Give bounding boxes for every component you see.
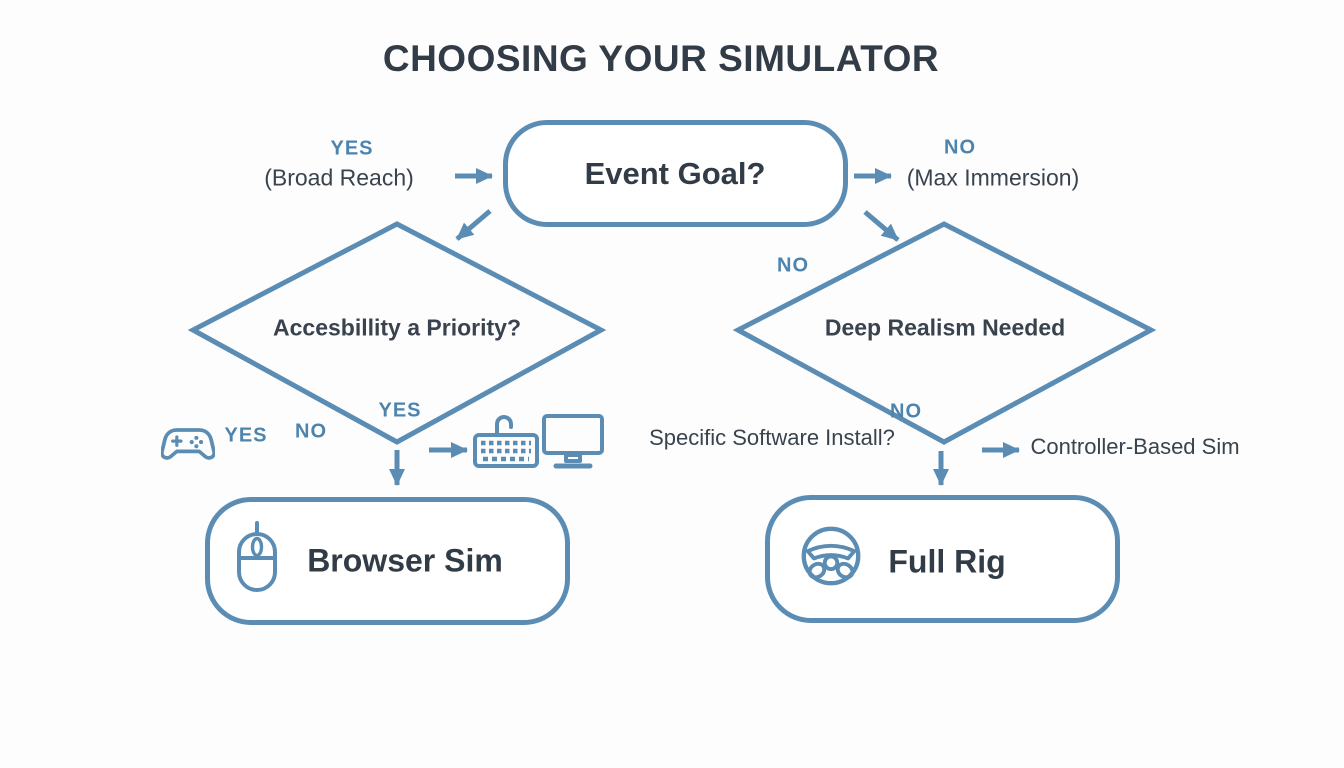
right-branch-answer: NO — [944, 136, 976, 159]
left-branch-answer: YES — [330, 137, 374, 160]
steering-wheel-icon — [801, 526, 861, 586]
decision-diamond-right — [732, 221, 1157, 445]
node-event-goal — [503, 120, 848, 227]
side-question: Specific Software Install? — [649, 425, 895, 450]
mouse-icon — [237, 521, 277, 592]
node-browser-sim-label: Browser Sim — [307, 542, 503, 579]
node-full-rig-label: Full Rig — [888, 543, 1006, 580]
left-diamond-question: Accesbillity a Priority? — [273, 314, 521, 341]
gamepad-no-label: NO — [295, 420, 327, 443]
arrow-root-to-right-diamond — [863, 210, 900, 242]
arrow-root-to-left-diamond — [455, 209, 492, 241]
gamepad-icon — [161, 428, 215, 460]
node-event-goal-label: Event Goal? — [584, 156, 766, 191]
keyboard-icon — [473, 415, 539, 468]
left-branch-note: (Broad Reach) — [264, 164, 414, 191]
right-diamond-upper-no: NO — [777, 254, 809, 277]
side-result: Controller-Based Sim — [1030, 434, 1240, 459]
gamepad-yes-label: YES — [224, 424, 268, 447]
page-title: CHOOSING YOUR SIMULATOR — [382, 38, 940, 79]
decision-diamond-left — [187, 221, 607, 445]
left-diamond-bottom-yes: YES — [378, 399, 422, 422]
right-diamond-bottom-no: NO — [890, 400, 922, 423]
node-browser-sim — [205, 497, 570, 625]
right-diamond-question: Deep Realism Needed — [824, 314, 1066, 341]
monitor-icon — [542, 414, 604, 469]
right-branch-note: (Max Immersion) — [906, 164, 1080, 191]
